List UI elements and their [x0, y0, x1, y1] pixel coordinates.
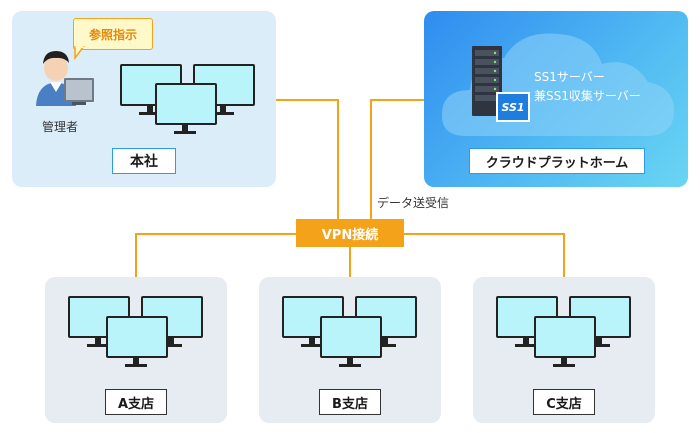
- connector-cloud-left: [370, 99, 424, 101]
- cloud-platform-title: クラウドプラットホーム: [469, 148, 645, 174]
- callout-tail: [74, 46, 85, 60]
- connector-hq-down: [337, 99, 339, 219]
- branch-a-label: A支店: [105, 389, 167, 415]
- admin-person-icon: [36, 51, 94, 106]
- ss1-logo: SS1: [496, 92, 530, 122]
- connector-hq-right: [276, 99, 339, 101]
- connector-branch-a: [135, 233, 137, 277]
- vpn-connection-label: VPN接続: [296, 219, 404, 247]
- server-label-line2: 兼SS1収集サーバー: [534, 89, 641, 103]
- server-label-line1: SS1サーバー: [534, 70, 605, 84]
- hq-monitor-3: [155, 83, 217, 135]
- server-rack-icon: [472, 46, 502, 116]
- connector-branch-b: [349, 233, 351, 277]
- admin-label: 管理者: [42, 120, 79, 134]
- connector-branch-c: [563, 233, 565, 277]
- branch-c-label: C支店: [533, 389, 595, 415]
- branch-c-monitor-3: [534, 316, 596, 368]
- branch-b-label: B支店: [319, 389, 381, 415]
- reference-instruction-callout: 参照指示: [73, 18, 153, 50]
- headquarters-title: 本社: [112, 148, 176, 174]
- data-send-receive-label: データ送受信: [377, 196, 450, 210]
- branch-b-monitor-3: [320, 316, 382, 368]
- connector-cloud-down: [370, 99, 372, 219]
- branch-a-monitor-3: [106, 316, 168, 368]
